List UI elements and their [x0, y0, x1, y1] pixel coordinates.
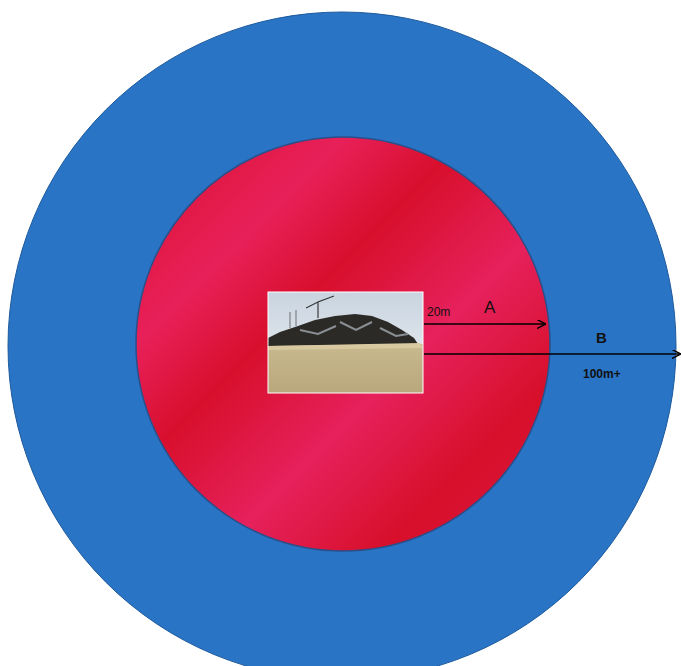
distance-label: 20m	[427, 306, 450, 319]
radius-arrow	[424, 323, 545, 324]
distance-label: 100m+	[583, 368, 621, 381]
site-photo	[268, 292, 423, 393]
inner-zone	[136, 137, 550, 551]
zone-letter: A	[484, 299, 495, 318]
zone-letter: B	[596, 330, 607, 347]
outer-zone	[8, 12, 676, 666]
radius-arrow	[424, 353, 680, 354]
